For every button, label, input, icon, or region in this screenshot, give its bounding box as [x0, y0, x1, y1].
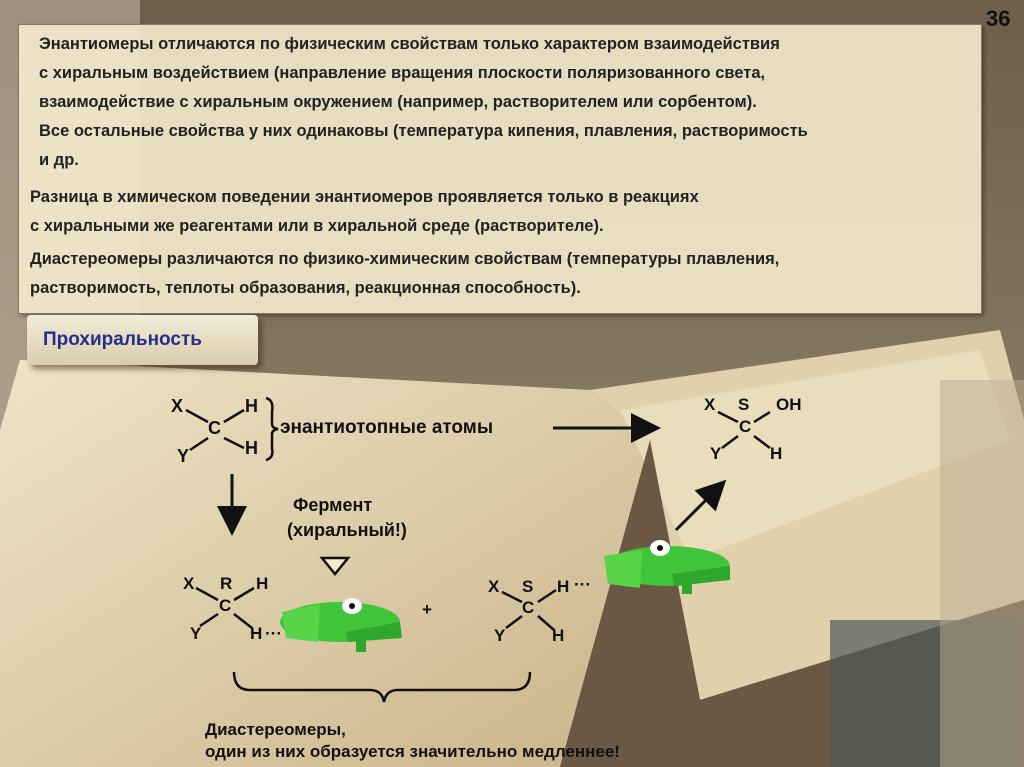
bond: [233, 613, 253, 629]
atom-oh: OH: [776, 395, 802, 414]
text-line: с хиральными же реагентами или в хиральн…: [30, 217, 604, 235]
atom-h: H: [245, 438, 258, 458]
atom-c: C: [219, 596, 232, 615]
bond: [199, 612, 219, 628]
atom-r: R: [220, 574, 233, 593]
section-title: Прохиральность: [43, 329, 202, 350]
plus-sign: +: [422, 600, 432, 619]
hydrogen-bond-dots: ···: [265, 624, 282, 643]
bond: [753, 410, 771, 424]
enzyme-label: Фермент: [293, 495, 373, 515]
text-line: Энантиомеры отличаются по физическим сво…: [39, 35, 780, 53]
atom-s: S: [738, 395, 750, 414]
hydrogen-bond-dots: ···: [574, 575, 591, 594]
atom-c: C: [208, 418, 221, 438]
paragraph-chemical-behavior: Разница в химическом поведении энантиоме…: [30, 183, 699, 241]
atom-h: H: [256, 574, 269, 593]
bond: [537, 615, 555, 631]
bond: [717, 410, 739, 424]
text-line: Разница в химическом поведении энантиоме…: [30, 188, 699, 206]
atom-h: H: [250, 624, 263, 643]
bond: [505, 615, 523, 629]
enantiotopic-label: энантиотопные атомы: [280, 417, 494, 438]
section-title-badge: Прохиральность: [27, 315, 258, 365]
atom-y: Y: [710, 444, 722, 463]
bond: [189, 436, 209, 452]
atom-c: C: [522, 598, 535, 617]
text-line: растворимость, теплоты образования, реак…: [30, 279, 581, 297]
atom-h: H: [552, 626, 565, 645]
atom-h: H: [245, 396, 258, 416]
atom-h: H: [557, 577, 570, 596]
info-text-box: Энантиомеры отличаются по физическим сво…: [18, 24, 982, 314]
bond: [185, 408, 209, 424]
bond: [223, 436, 245, 450]
atom-c: C: [739, 417, 752, 436]
atom-x: X: [183, 574, 195, 593]
text-line: Диастереомеры различаются по физико-хими…: [30, 250, 780, 268]
text-line: взаимодействие с хиральным окружением (н…: [39, 93, 757, 111]
reaction-arrow-diagonal: [674, 479, 727, 532]
bond: [721, 435, 739, 449]
bond: [195, 586, 219, 602]
bond: [501, 590, 523, 604]
bond: [223, 408, 245, 424]
conclusion-line-2: один из них образуется значительно медле…: [205, 742, 620, 761]
crocodile-enzyme-icon: [604, 540, 730, 594]
atom-x: X: [171, 396, 184, 416]
enzyme-arrow-icon: [319, 556, 351, 576]
atom-y: Y: [190, 624, 202, 643]
enzyme-chiral-label: (хиральный!): [287, 520, 407, 540]
conclusion-line-1: Диастереомеры,: [205, 720, 346, 739]
bond: [233, 586, 255, 602]
atom-y: Y: [177, 446, 190, 466]
paragraph-diastereomers: Диастереомеры различаются по физико-хими…: [30, 245, 779, 303]
crocodile-enzyme-icon: [280, 598, 402, 652]
text-line: Все остальные свойства у них одинаковы (…: [39, 122, 808, 140]
atom-y: Y: [494, 626, 506, 645]
enantiotopic-brace: [265, 396, 279, 462]
bond: [753, 435, 771, 449]
paragraph-enantiomers: Энантиомеры отличаются по физическим сво…: [39, 30, 808, 175]
diastereomer-brace: [232, 671, 532, 703]
bond: [537, 588, 557, 604]
atom-x: X: [488, 577, 500, 596]
atom-h: H: [770, 444, 783, 463]
text-line: с хиральным воздействием (направление вр…: [39, 64, 766, 82]
atom-x: X: [704, 395, 716, 414]
atom-s: S: [522, 577, 534, 596]
page-number: 36: [986, 6, 1011, 31]
text-line: и др.: [39, 151, 79, 169]
